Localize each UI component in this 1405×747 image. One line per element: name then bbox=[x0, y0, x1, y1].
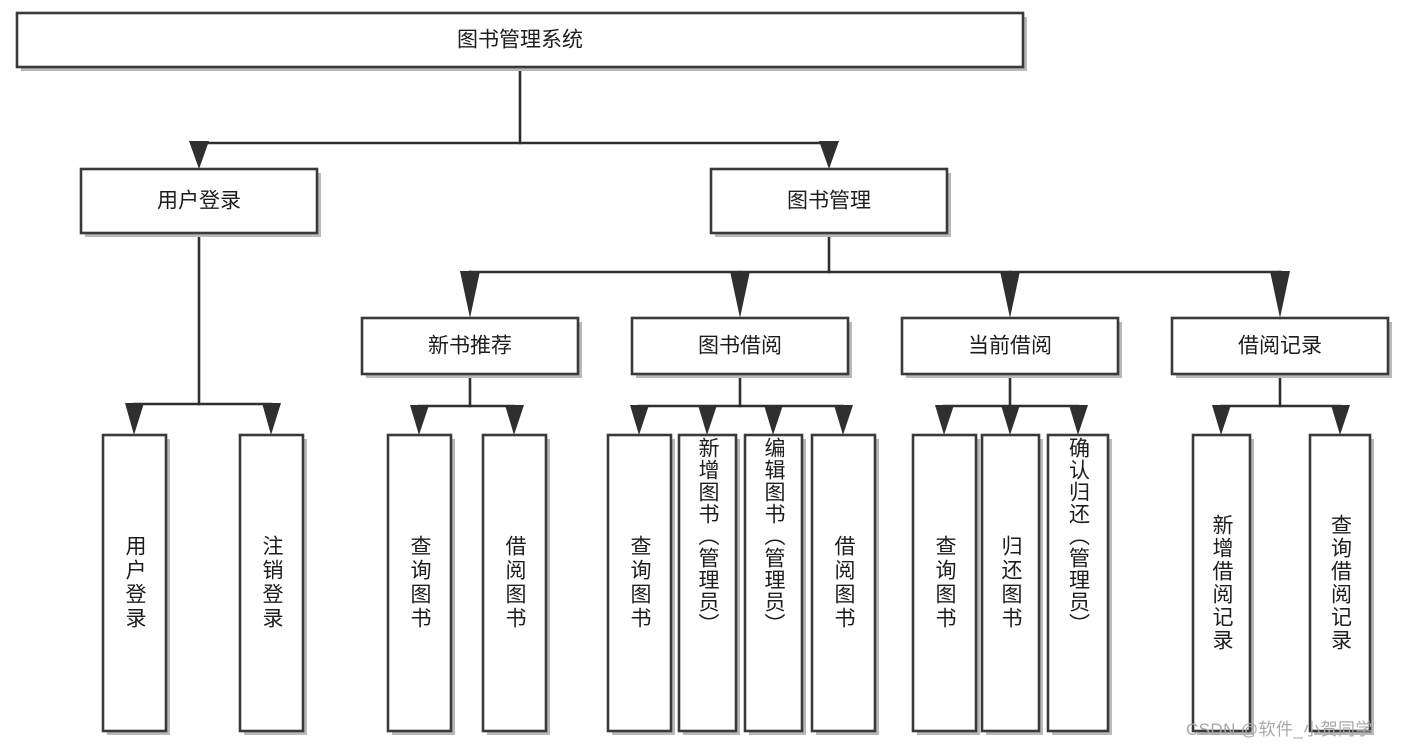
node-leaf-query-borrow-record[interactable] bbox=[1308, 433, 1374, 735]
arrow-head-current-1 bbox=[935, 405, 954, 435]
node-book-borrow-label: 图书借阅 bbox=[698, 335, 782, 358]
node-leaf-query-book-current[interactable] bbox=[911, 433, 980, 735]
arrow-head-bookmgmt-3 bbox=[1000, 271, 1020, 318]
node-leaf-borrow-book[interactable] bbox=[810, 433, 879, 735]
arrow-head-root-to-user bbox=[189, 141, 209, 169]
node-leaf-user-login[interactable] bbox=[101, 433, 170, 735]
node-leaf-query-book-newbook[interactable] bbox=[386, 433, 455, 735]
arrow-head-root-to-book bbox=[819, 141, 839, 169]
node-root[interactable]: 图书管理系统 bbox=[15, 11, 1027, 71]
node-book-borrow[interactable]: 图书借阅 bbox=[630, 316, 852, 378]
node-borrow-record-label: 借阅记录 bbox=[1238, 335, 1322, 358]
node-leaf-add-borrow-record[interactable] bbox=[1191, 433, 1254, 735]
node-new-book-recommend-label: 新书推荐 bbox=[428, 335, 512, 358]
arrow-head-bookmgmt-4 bbox=[1270, 271, 1290, 318]
arrow-head-current-2 bbox=[1001, 405, 1020, 435]
node-leaf-return-book[interactable] bbox=[980, 433, 1043, 735]
arrow-head-record-2 bbox=[1331, 405, 1350, 435]
node-book-management[interactable]: 图书管理 bbox=[709, 167, 951, 237]
node-layer: 图书管理系统 用户登录 图书管理 新书推荐 bbox=[15, 11, 1392, 735]
arrow-head-borrow-3 bbox=[764, 405, 783, 435]
node-current-borrow[interactable]: 当前借阅 bbox=[900, 316, 1122, 378]
arrow-head-user-leaf-1 bbox=[125, 403, 144, 435]
node-leaf-query-book-borrow[interactable] bbox=[606, 433, 675, 735]
arrow-head-current-3 bbox=[1069, 405, 1088, 435]
arrow-head-borrow-2 bbox=[698, 405, 717, 435]
node-user-login[interactable]: 用户登录 bbox=[79, 167, 321, 237]
node-leaf-borrow-book-newbook[interactable] bbox=[481, 433, 550, 735]
connector-layer bbox=[125, 65, 1350, 435]
arrow-head-bookmgmt-1 bbox=[460, 271, 480, 318]
node-leaf-confirm-return-admin[interactable] bbox=[1046, 433, 1112, 735]
arrow-head-user-leaf-2 bbox=[262, 403, 281, 435]
node-leaf-logout[interactable] bbox=[238, 433, 307, 735]
node-leaf-edit-book-admin[interactable] bbox=[743, 433, 806, 735]
node-root-label: 图书管理系统 bbox=[457, 29, 583, 52]
node-new-book-recommend[interactable]: 新书推荐 bbox=[360, 316, 582, 378]
node-borrow-record[interactable]: 借阅记录 bbox=[1170, 316, 1392, 378]
arrow-head-bookmgmt-2 bbox=[730, 271, 750, 318]
arrow-head-borrow-4 bbox=[834, 405, 853, 435]
node-book-management-label: 图书管理 bbox=[787, 190, 871, 213]
csdn-watermark: CSDN @软件_小贺同学 bbox=[1186, 720, 1373, 739]
arrow-head-borrow-1 bbox=[630, 405, 649, 435]
arrow-head-newbook-1 bbox=[410, 405, 429, 435]
arrow-head-newbook-2 bbox=[505, 405, 524, 435]
node-user-login-label: 用户登录 bbox=[157, 190, 241, 213]
arrow-head-record-1 bbox=[1212, 405, 1231, 435]
node-current-borrow-label: 当前借阅 bbox=[968, 335, 1052, 358]
node-leaf-add-book-admin[interactable] bbox=[677, 433, 740, 735]
